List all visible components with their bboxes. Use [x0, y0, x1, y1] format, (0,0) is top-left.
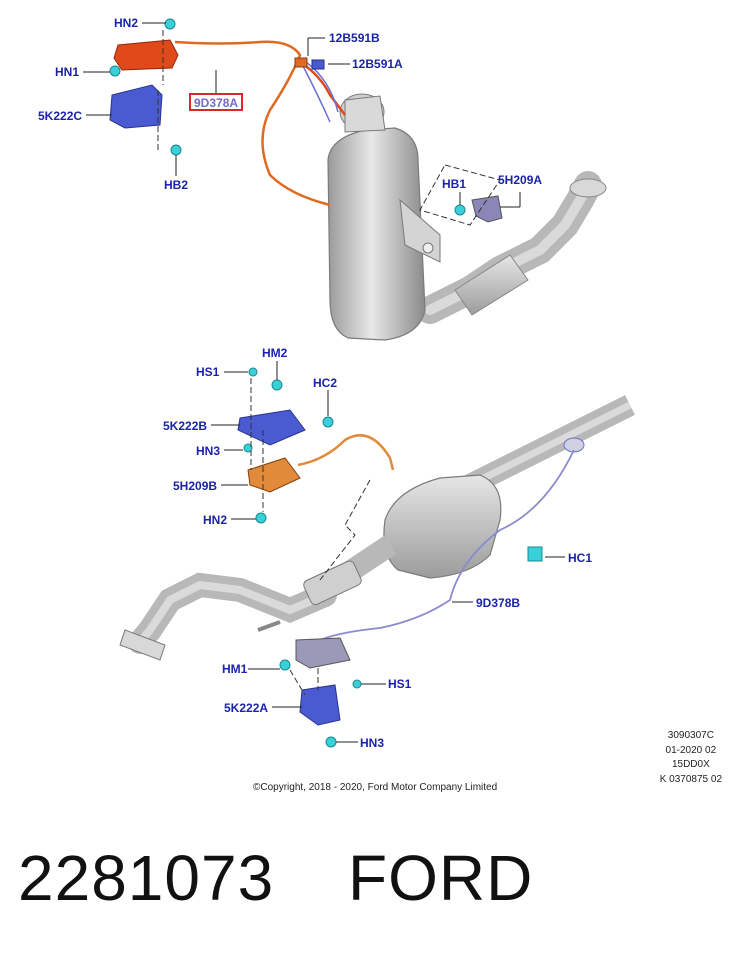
clip-hn3-bot: [325, 736, 337, 748]
bottom-rear-pipe: [128, 572, 337, 654]
clip-hb2: [170, 144, 182, 156]
bracket-5k222b: [237, 409, 306, 446]
meta-line-1: 3090307C: [667, 730, 714, 741]
bottom-assembly: HS1 HM2 HC2 5K222B HN3 5H209B HN2 HC1 9D…: [119, 346, 635, 750]
label-12b591b: 12B591B: [329, 31, 380, 45]
sensor-module-9d378a: [113, 39, 179, 71]
meta-line-2: 01-2020 02: [665, 744, 717, 756]
label-hn1: HN1: [55, 65, 79, 79]
part-number: 2281073: [18, 842, 275, 914]
clip-hs1-mid: [248, 367, 258, 377]
harness-orange-mid: [297, 434, 395, 471]
top-resonator: [454, 254, 529, 316]
label-hc2: HC2: [313, 376, 337, 390]
clip-hb1: [454, 204, 466, 216]
bracket-5k222a: [299, 684, 341, 726]
clip-hm2: [271, 379, 283, 391]
clip-hm1: [279, 659, 291, 671]
top-assembly: HN2 HN1 5K222C HB2 9D378A 12B591B 12B591…: [38, 16, 607, 341]
top-pipe-end: [569, 178, 607, 198]
label-hn2-mid: HN2: [203, 513, 227, 527]
clip-hn2-mid: [255, 512, 267, 524]
dpf-canister: [327, 127, 426, 341]
clip-hn2-top: [164, 18, 176, 30]
bracket-5h209b: [247, 457, 301, 493]
label-hc1: HC1: [568, 551, 592, 565]
label-hn3-mid: HN3: [196, 444, 220, 458]
harness-orange-top: [174, 40, 331, 207]
label-5k222c: 5K222C: [38, 109, 82, 123]
clip-hn3-mid: [243, 443, 253, 453]
harness-9d378b: [319, 449, 575, 641]
label-hn2-top: HN2: [114, 16, 138, 30]
copyright-text: ©Copyright, 2018 - 2020, Ford Motor Comp…: [253, 782, 498, 793]
label-hn3-bot: HN3: [360, 736, 384, 750]
label-9d378b: 9D378B: [476, 596, 520, 610]
label-5h209a: 5H209A: [498, 173, 542, 187]
label-hm1: HM1: [222, 662, 248, 676]
label-hm2: HM2: [262, 346, 288, 360]
label-5k222b: 5K222B: [163, 419, 207, 433]
clip-hs1-bot: [352, 679, 362, 689]
illustration-meta: 3090307C 01-2020 02 15DD0X K 0370875 02: [660, 729, 722, 787]
label-hb2: HB2: [164, 178, 188, 192]
clip-hc2: [322, 416, 334, 428]
catalytic-converter: [383, 474, 502, 579]
clip-hn1: [109, 65, 121, 77]
label-5k222a: 5K222A: [224, 701, 268, 715]
meta-line-4: K 0370875 02: [659, 773, 722, 785]
label-9d378a-top: 9D378A: [194, 96, 238, 110]
label-hb1: HB1: [442, 177, 466, 191]
label-hs1-bot: HS1: [388, 677, 412, 691]
bracket-5h209a: [471, 195, 503, 223]
label-12b591a: 12B591A: [352, 57, 403, 71]
label-5h209b: 5H209B: [173, 479, 217, 493]
label-hs1-mid: HS1: [196, 365, 220, 379]
highlight-box-9d378a: [189, 93, 243, 111]
brand-name: FORD: [348, 842, 534, 914]
clip-hc1: [527, 546, 543, 562]
meta-line-3: 15DD0X: [671, 759, 710, 770]
bracket-5k222c: [109, 84, 163, 129]
module-lower: [295, 637, 351, 669]
